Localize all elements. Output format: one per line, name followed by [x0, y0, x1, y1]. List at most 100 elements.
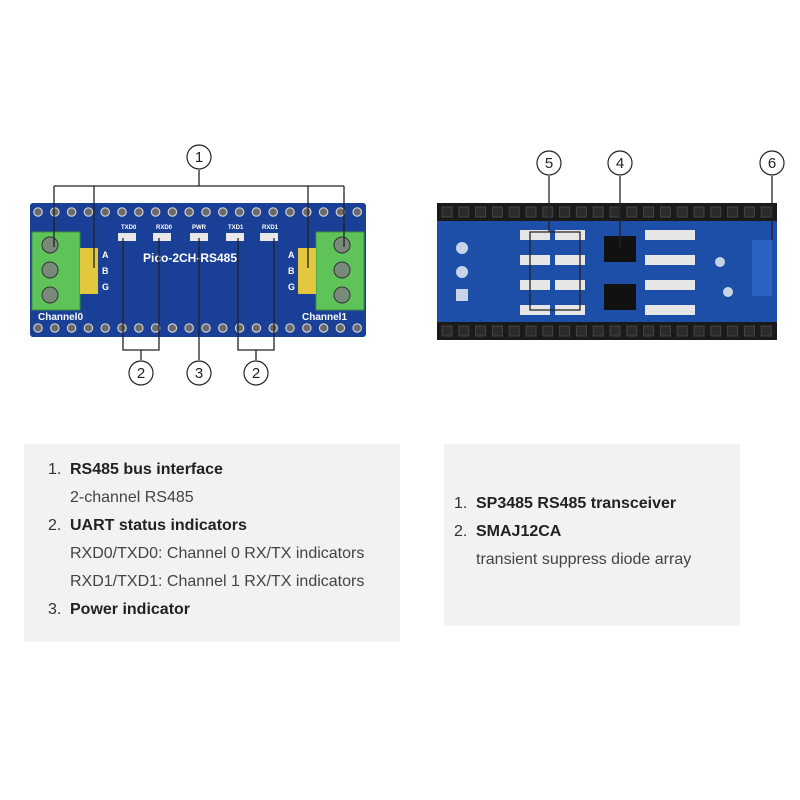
back-callouts: 5 4 6 [536, 150, 785, 176]
legend-title: Power indicator [70, 601, 191, 618]
legend-detail: RXD0/TXD0: Channel 0 RX/TX indicators [70, 545, 365, 562]
pin-hole [352, 207, 362, 217]
legend-detail: transient suppress diode array [476, 551, 692, 568]
front-callout-lines [53, 170, 345, 360]
header-pin [643, 206, 655, 218]
legend-left-item-2: 2.UART status indicators RXD0/TXD0: Chan… [48, 512, 400, 596]
terminal-screw [41, 236, 59, 254]
pin-hole [318, 323, 329, 333]
led-label-txd1: TXD1 [228, 225, 244, 231]
legend-left-item-3: 3. Power indicator [48, 596, 400, 624]
callout-2a-circle [128, 360, 154, 386]
pin-hole [335, 323, 346, 333]
header-pin [525, 325, 537, 337]
callout-5: 5 [545, 155, 553, 172]
pin-hole [201, 323, 211, 333]
usb-area [752, 240, 772, 296]
pin-hole [117, 207, 127, 217]
led-pwr [190, 233, 208, 241]
header-pin [491, 325, 503, 337]
pin-hole [301, 207, 312, 217]
pin-label-a-left: A [102, 250, 109, 260]
header-pin [525, 206, 537, 218]
legend-number: 1. [48, 461, 62, 478]
pin-label-g-right: G [288, 282, 295, 292]
pin-hole [33, 207, 43, 217]
pin-hole [218, 207, 228, 217]
header-pin [609, 206, 621, 218]
header-pin [441, 206, 453, 218]
pin-hole [117, 323, 127, 333]
board-diagram: A B G A B G TXD0 RXD0 PWR TXD1 RXD1 Pico… [30, 144, 785, 386]
pin-hole [167, 323, 178, 333]
header-pin [760, 206, 772, 218]
pin-hole [318, 207, 329, 217]
header-pin [727, 325, 739, 337]
pin-hole [301, 323, 312, 333]
header-pin [676, 206, 688, 218]
header-pin [676, 325, 688, 337]
legend-title: SP3485 RS485 transceiver [476, 495, 677, 512]
led-txd0 [118, 233, 136, 241]
pad-circle [723, 287, 733, 297]
terminal-screw [333, 236, 351, 254]
led-txd1 [226, 233, 244, 241]
front-pcb [30, 203, 366, 337]
pin-hole [218, 323, 228, 333]
led-label-rxd1: RXD1 [262, 225, 279, 231]
header-pin [475, 325, 487, 337]
legend-detail: RXD1/TXD1: Channel 1 RX/TX indicators [70, 573, 365, 590]
pin-label-b-right: B [288, 266, 295, 276]
legend-number: 3. [48, 601, 62, 618]
header-pin [575, 206, 587, 218]
callout-4: 4 [616, 155, 624, 172]
pad-circle [456, 242, 468, 254]
pin-hole [251, 323, 262, 333]
legend-number: 2. [48, 517, 62, 534]
pin-hole [268, 323, 278, 333]
pin-hole [234, 323, 245, 333]
channel1-label: Channel1 [302, 312, 347, 323]
top-header [437, 203, 777, 221]
header-pin [609, 325, 621, 337]
callout-6-circle [759, 150, 785, 176]
callout-3: 3 [195, 365, 203, 382]
header-pin [743, 325, 755, 337]
front-callouts: 1 2 3 2 [128, 144, 269, 386]
pin-hole [150, 207, 161, 217]
legend-number: 2. [454, 523, 468, 540]
bottom-header [437, 322, 777, 340]
pin-hole [285, 323, 295, 333]
header-pin [693, 325, 705, 337]
header-pin [575, 325, 587, 337]
channel0-label: Channel0 [38, 312, 83, 323]
callout-6: 6 [768, 155, 776, 172]
led-rxd1 [260, 233, 278, 241]
led-label-pwr: PWR [192, 225, 207, 231]
header-pin [592, 325, 604, 337]
pin-hole [184, 323, 194, 333]
terminal-screw [333, 286, 351, 304]
front-board: A B G A B G TXD0 RXD0 PWR TXD1 RXD1 Pico… [30, 203, 366, 337]
pin-hole [335, 207, 346, 217]
header-pin [626, 325, 638, 337]
header-pin [626, 206, 638, 218]
pin-label-a-right: A [288, 250, 295, 260]
header-pin [542, 206, 554, 218]
header-pin [508, 206, 520, 218]
legend-number: 1. [454, 495, 468, 512]
pin-hole [285, 207, 295, 217]
tvs-chip [298, 248, 316, 294]
pin-hole [167, 207, 178, 217]
pin-hole [49, 207, 60, 217]
bottom-pin-row [33, 323, 362, 333]
header-pin [508, 325, 520, 337]
board-name-label: Pico-2CH-RS485 [143, 251, 237, 265]
channel0-terminal-block [31, 231, 98, 311]
header-pin [458, 325, 470, 337]
terminal-screw [333, 261, 351, 279]
header-pin [710, 206, 722, 218]
pad-circle [456, 266, 468, 278]
tvs-chip [80, 248, 98, 294]
header-pin [559, 325, 571, 337]
